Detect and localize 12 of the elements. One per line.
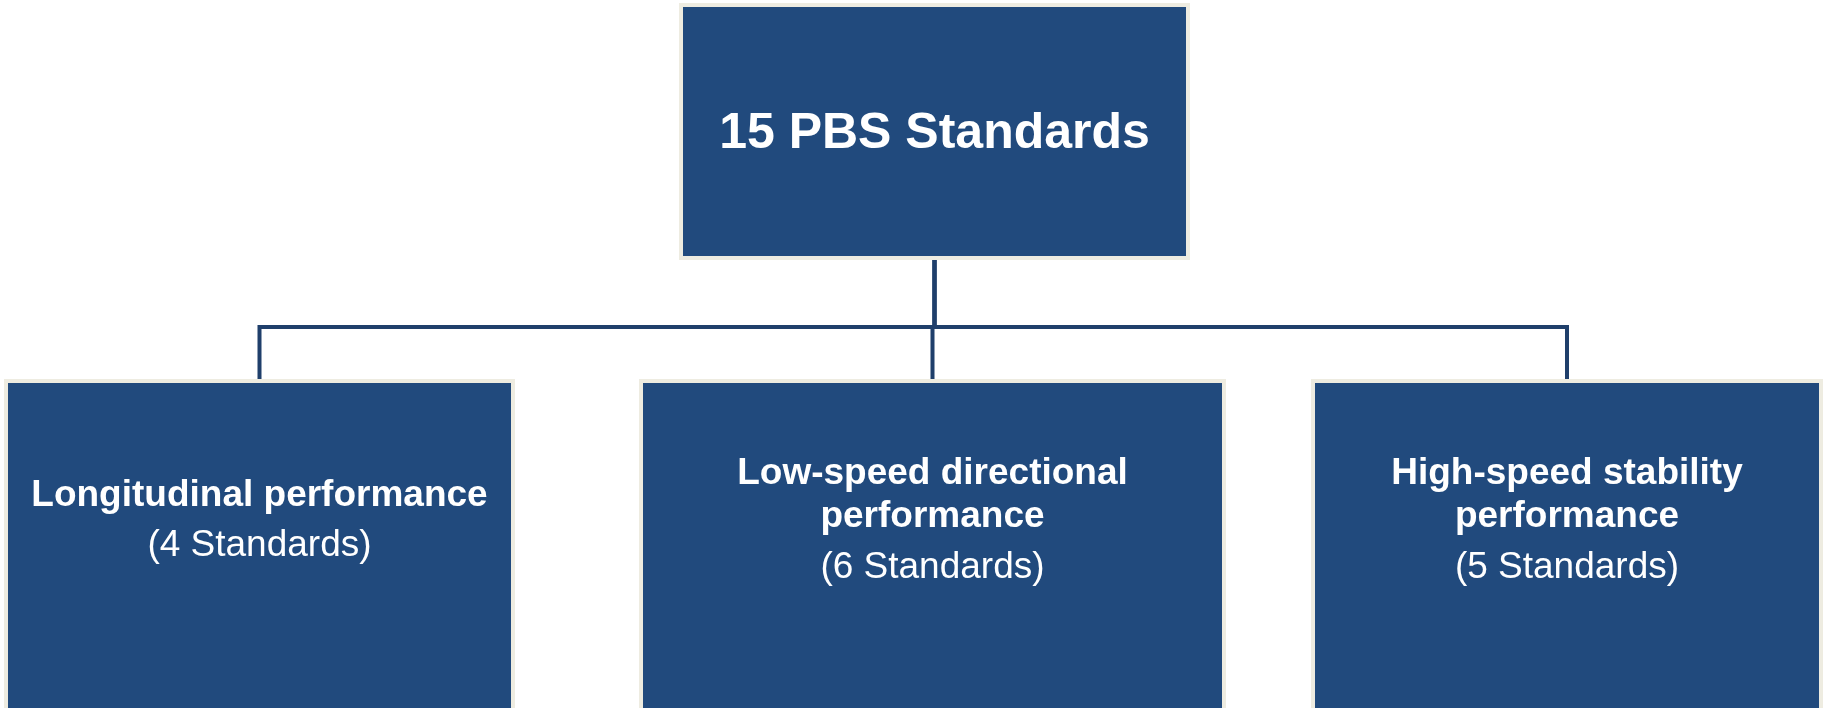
process-box: [4, 379, 515, 708]
box-heading: Longitudinal performance: [31, 472, 488, 516]
box-heading: High-speed stability performance: [1390, 451, 1744, 537]
standards-count: (5 Standards): [1454, 544, 1680, 587]
box-heading: Low-speed directional performance: [736, 451, 1129, 537]
connector-line: [932, 260, 1569, 379]
process-box: [639, 379, 1226, 708]
box-heading: 15 PBS Standards: [719, 102, 1150, 161]
process-box: [679, 3, 1190, 260]
standards-count: (6 Standards): [820, 544, 1045, 587]
standards-count: (4 Standards): [147, 523, 372, 566]
process-box: [1311, 379, 1823, 708]
